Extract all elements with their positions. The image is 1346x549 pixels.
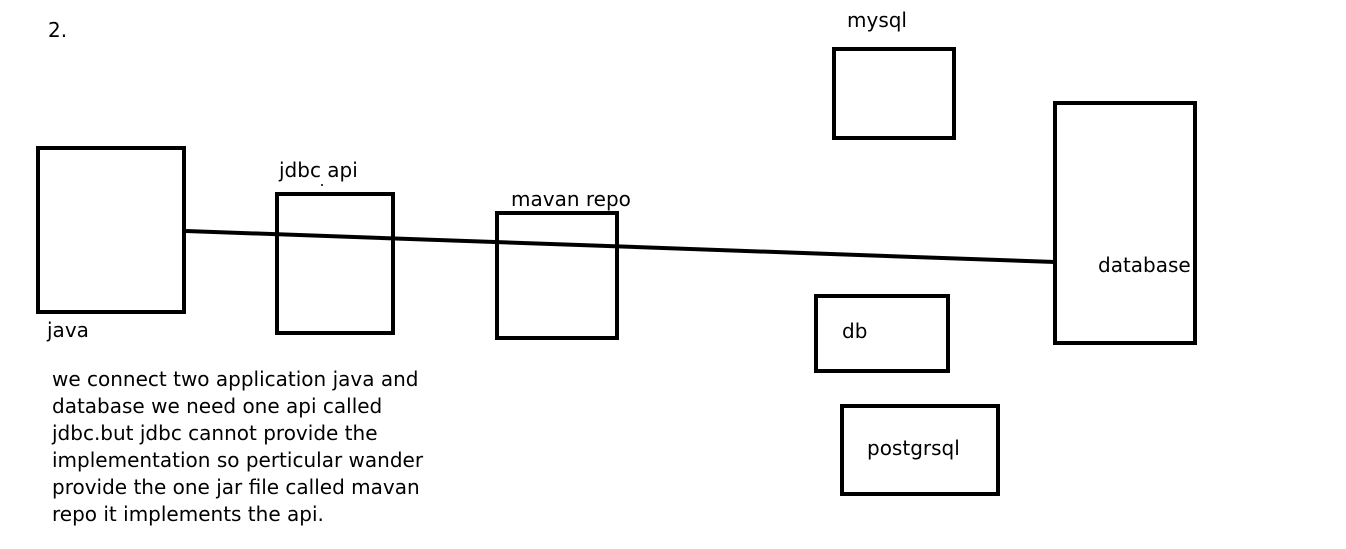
postgrsql-box [840,404,1000,496]
pen-dot [321,184,323,186]
java-box [36,146,186,314]
mysql-box [832,47,956,140]
db-box [814,294,950,373]
database-label: database [1098,253,1191,277]
database-box [1053,101,1197,345]
mysql-label: mysql [847,8,907,32]
diagram-number: 2. [48,18,68,42]
explanation-note: we connect two application java and data… [52,367,424,526]
mavan-repo-box [495,211,619,340]
db-label: db [842,319,868,343]
java-label: java [47,318,89,342]
jdbc-api-box [275,192,395,335]
mavan-repo-label: mavan repo [511,187,631,211]
jdbc-api-label: jdbc api [279,158,358,182]
postgrsql-label: postgrsql [867,436,960,460]
